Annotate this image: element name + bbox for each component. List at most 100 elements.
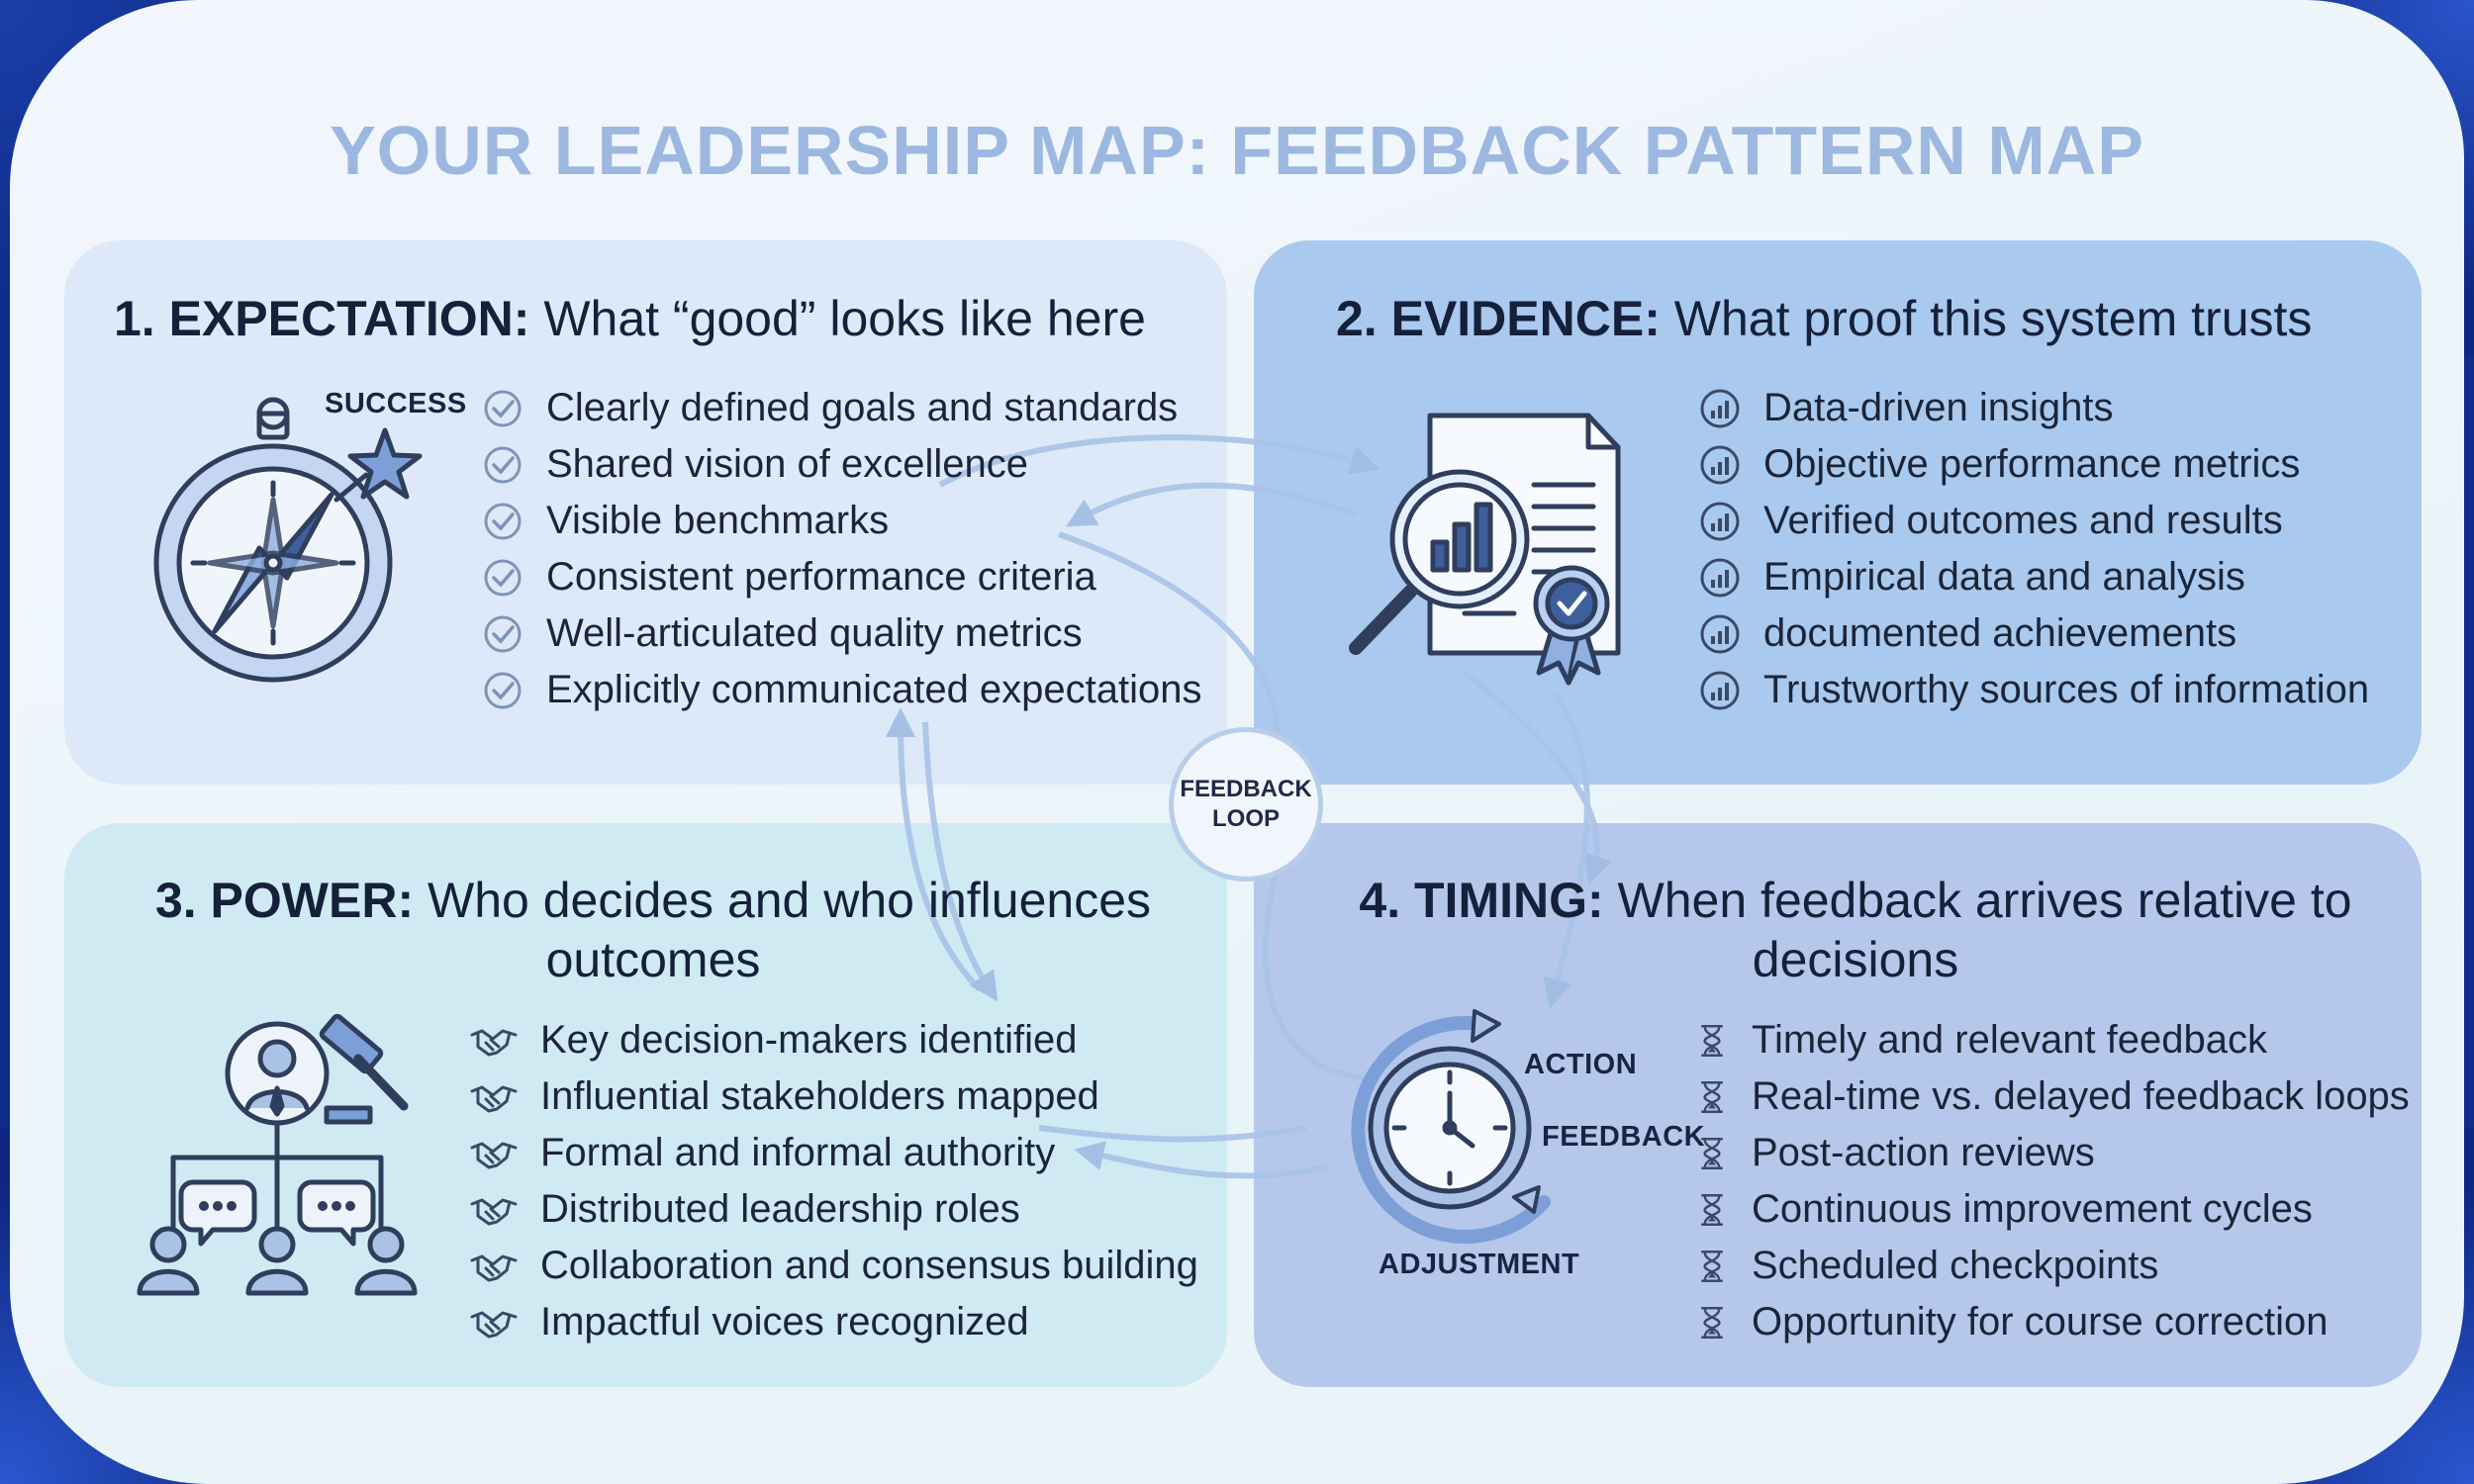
action-label: ACTION xyxy=(1524,1049,1638,1080)
evidence-title-rest: What proof this system trusts xyxy=(1673,291,2313,346)
success-label: SUCCESS xyxy=(325,388,467,419)
list-item: Timely and relevant feedback xyxy=(1694,1012,2410,1068)
timing-title-rest-2: decisions xyxy=(1752,932,1959,987)
list-item: Trustworthy sources of information xyxy=(1698,662,2369,718)
evidence-title-bold: 2. EVIDENCE: xyxy=(1336,291,1661,346)
list-item-text: Distributed leadership roles xyxy=(540,1187,1020,1231)
list-item: Opportunity for course correction xyxy=(1694,1294,2410,1350)
check-circle-icon xyxy=(484,615,522,652)
expectation-title-bold: 1. EXPECTATION: xyxy=(114,291,530,346)
list-item-text: Formal and informal authority xyxy=(540,1131,1056,1174)
compass-icon xyxy=(153,397,423,683)
list-item: Key decision-makers identified xyxy=(469,1012,1198,1068)
list-item-text: documented achievements xyxy=(1763,611,2237,655)
list-item: Post-action reviews xyxy=(1694,1125,2410,1181)
list-item-text: Consistent performance criteria xyxy=(546,555,1096,599)
list-item-text: Data-driven insights xyxy=(1763,386,2114,429)
bar-chart-circle-icon xyxy=(1700,558,1740,597)
hourglass-icon xyxy=(1700,1024,1724,1057)
list-item: Collaboration and consensus building xyxy=(469,1238,1198,1294)
handshake-icon xyxy=(470,1142,518,1168)
feedback-loop-arrows xyxy=(886,434,1612,1179)
bar-chart-circle-icon xyxy=(1700,445,1740,484)
list-item-text: Clearly defined goals and standards xyxy=(546,386,1179,429)
list-item-text: Real-time vs. delayed feedback loops xyxy=(1752,1074,2410,1118)
hourglass-icon xyxy=(1700,1193,1724,1226)
list-item-text: Verified outcomes and results xyxy=(1763,499,2283,542)
check-circle-icon xyxy=(484,559,522,596)
timing-title-rest-1: When feedback arrives relative to xyxy=(1617,873,2352,928)
list-item-text: Objective performance metrics xyxy=(1763,442,2301,486)
clock-cycle-icon xyxy=(1351,1009,1551,1244)
list-item: Visible benchmarks xyxy=(481,493,1202,549)
list-item-text: Trustworthy sources of information xyxy=(1763,668,2370,711)
handshake-icon xyxy=(470,1254,518,1281)
list-item-text: Key decision-makers identified xyxy=(540,1018,1078,1062)
evidence-title: 2. EVIDENCE: What proof this system trus… xyxy=(1336,289,2312,348)
handshake-icon xyxy=(470,1311,518,1338)
handshake-icon xyxy=(470,1198,518,1225)
check-circle-icon xyxy=(484,503,522,539)
list-item: Shared vision of excellence xyxy=(481,436,1202,493)
hub-line-1: FEEDBACK xyxy=(1180,776,1312,802)
org-chart-gavel-icon xyxy=(137,1013,418,1296)
list-item-text: Continuous improvement cycles xyxy=(1752,1187,2313,1231)
evidence-list: Data-driven insights Objective performan… xyxy=(1698,380,2369,718)
timing-title: 4. TIMING: When feedback arrives relativ… xyxy=(1286,871,2425,989)
list-item-text: Scheduled checkpoints xyxy=(1752,1244,2159,1287)
timing-title-bold: 4. TIMING: xyxy=(1359,873,1604,928)
handshake-icon xyxy=(470,1085,518,1112)
power-title-rest-1: Who decides and who influences xyxy=(428,873,1152,928)
page-title: YOUR LEADERSHIP MAP: FEEDBACK PATTERN MA… xyxy=(330,112,2144,189)
list-item: Influential stakeholders mapped xyxy=(469,1068,1198,1125)
bar-chart-circle-icon xyxy=(1700,671,1740,709)
expectation-title-rest: What “good” looks like here xyxy=(543,291,1146,346)
handshake-icon xyxy=(470,1029,518,1056)
hub-line-2: LOOP xyxy=(1211,805,1280,832)
power-title-bold: 3. POWER: xyxy=(154,873,415,928)
list-item: documented achievements xyxy=(1698,605,2369,662)
bar-chart-circle-icon xyxy=(1700,614,1740,653)
infographic-canvas: YOUR LEADERSHIP MAP: FEEDBACK PATTERN MA… xyxy=(10,0,2464,1484)
hourglass-icon xyxy=(1700,1306,1724,1339)
list-item-text: Influential stakeholders mapped xyxy=(540,1074,1099,1118)
list-item: Formal and informal authority xyxy=(469,1125,1198,1181)
feedback-loop-hub: FEEDBACK LOOP xyxy=(1169,727,1323,881)
power-list: Key decision-makers identified Influenti… xyxy=(469,1012,1198,1350)
check-circle-icon xyxy=(484,390,522,426)
list-item: Clearly defined goals and standards xyxy=(481,380,1202,436)
list-item: Continuous improvement cycles xyxy=(1694,1181,2410,1238)
list-item: Empirical data and analysis xyxy=(1698,549,2369,605)
list-item: Consistent performance criteria xyxy=(481,549,1202,605)
bar-chart-circle-icon xyxy=(1700,389,1740,427)
power-title-rest-2: outcomes xyxy=(545,932,761,987)
timing-list: Timely and relevant feedback Real-time v… xyxy=(1694,1012,2410,1350)
list-item: Objective performance metrics xyxy=(1698,436,2369,493)
hourglass-icon xyxy=(1700,1137,1724,1169)
check-circle-icon xyxy=(484,672,522,708)
list-item-text: Empirical data and analysis xyxy=(1763,555,2245,599)
list-item-text: Opportunity for course correction xyxy=(1752,1300,2329,1344)
document-magnifier-icon xyxy=(1349,413,1621,686)
list-item-text: Shared vision of excellence xyxy=(546,442,1028,486)
hourglass-icon xyxy=(1700,1250,1724,1282)
bar-chart-circle-icon xyxy=(1700,502,1740,540)
expectation-list: Clearly defined goals and standards Shar… xyxy=(481,380,1202,718)
list-item: Scheduled checkpoints xyxy=(1694,1238,2410,1294)
list-item: Distributed leadership roles xyxy=(469,1181,1198,1238)
list-item: Data-driven insights xyxy=(1698,380,2369,436)
power-title: 3. POWER: Who decides and who influences… xyxy=(84,871,1222,989)
list-item-text: Visible benchmarks xyxy=(546,499,890,542)
list-item-text: Collaboration and consensus building xyxy=(540,1244,1198,1287)
list-item-text: Post-action reviews xyxy=(1752,1131,2095,1174)
list-item: Explicitly communicated expectations xyxy=(481,662,1202,718)
list-item-text: Impactful voices recognized xyxy=(540,1300,1029,1344)
hourglass-icon xyxy=(1700,1080,1724,1113)
list-item-text: Well-articulated quality metrics xyxy=(546,611,1083,655)
list-item-text: Timely and relevant feedback xyxy=(1752,1018,2268,1062)
list-item: Well-articulated quality metrics xyxy=(481,605,1202,662)
expectation-title: 1. EXPECTATION: What “good” looks like h… xyxy=(114,289,1146,348)
list-item-text: Explicitly communicated expectations xyxy=(546,668,1202,711)
list-item: Real-time vs. delayed feedback loops xyxy=(1694,1068,2410,1125)
list-item: Impactful voices recognized xyxy=(469,1294,1198,1350)
